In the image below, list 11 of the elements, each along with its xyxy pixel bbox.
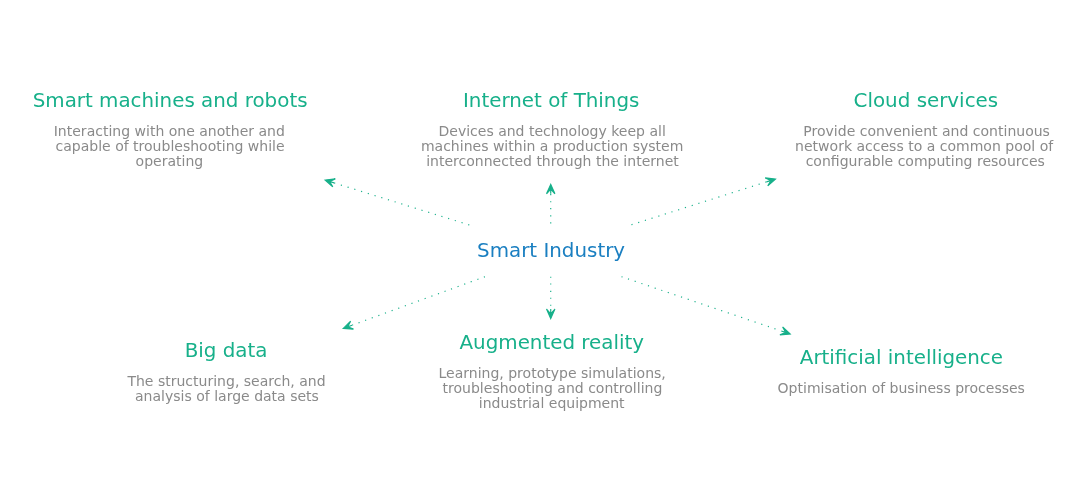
node-text: Internet of Things Devices and technology keep all machines within a production system interconnected through the internet [420,88,684,169]
node-text: Smart machines and robots Interacting with one another and capable of troubleshooting while operating [32,88,308,169]
node-text: Augmented reality Learning, prototype simulations, troubleshooting and controlling industrial equipment [438,330,666,411]
arrow [620,275,791,335]
arrow [545,275,556,319]
node-text: Cloud services Provide convenient and continuous network access to a common pool of configurable computing resources [795,88,1054,169]
node-text: Smart Industry [477,238,626,262]
node-text: Artificial intelligence Optimisation of business processes [777,345,1025,396]
arrow [342,275,486,330]
node-text: Big data The structuring, search, and analysis of large data sets [127,338,326,404]
arrow [545,183,556,227]
